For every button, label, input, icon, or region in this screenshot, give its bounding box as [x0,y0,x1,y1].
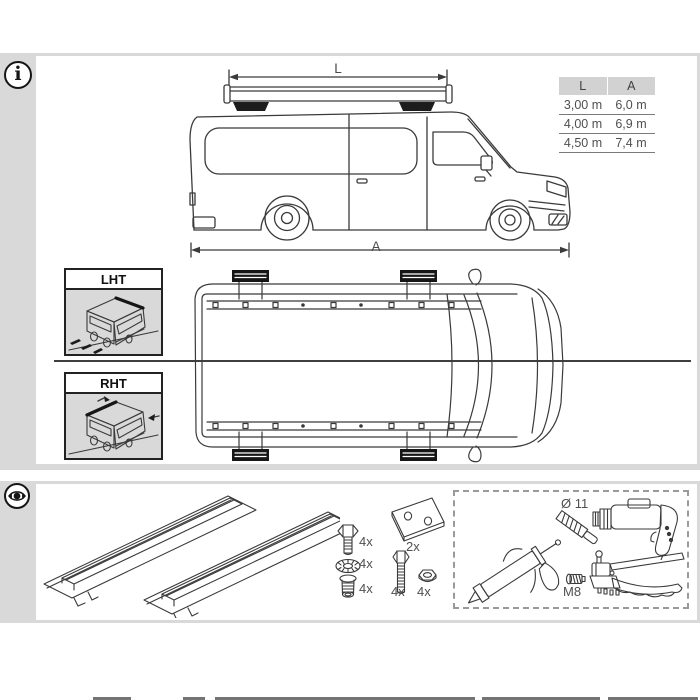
cropped-edge-mark [482,697,600,700]
table-row: 4,50 m 7,4 m [559,134,655,153]
rivet-nut-icon [339,574,357,598]
vehicle-length-dimension-label: A [371,239,381,254]
info-icon-glyph: i [14,62,22,85]
parts-section-panel: 4x 4x 4x [0,481,700,623]
cell-L-3: 4,50 m [563,136,603,150]
cell-L-2: 4,00 m [563,117,603,131]
washer-qty-label: 4x [359,556,373,571]
hex-nut-icon [418,569,437,583]
cell-A-1: 6,0 m [615,98,647,112]
col-header-A: A [607,77,655,95]
parts-sidebar [0,481,36,623]
van-top-view-drawing [194,268,564,463]
parts-overview-area: 4x 4x 4x [36,484,697,620]
table-row: 3,00 m 6,0 m [559,96,655,115]
hex-bolt-short-icon [337,524,359,556]
lht-label: LHT [66,270,161,290]
rht-label: RHT [66,374,161,394]
power-drill-icon [592,498,678,560]
lht-option-box: LHT [64,268,163,356]
hex-bolt-long-icon [392,550,410,595]
bolt-long-qty-label: 4x [391,584,405,599]
rivet-nut-qty-label: 4x [359,581,373,596]
cropped-edge-mark [93,697,131,700]
vehicle-views-area: L A L A 3,00 m 6,0 m 4,00 m 6,9 m 4,50 m… [36,56,697,464]
cell-A-3: 7,4 m [615,136,647,150]
cell-L-1: 3,00 m [563,98,603,112]
nut-qty-label: 4x [417,584,431,599]
sealant-gun-icon [467,539,561,604]
van-side-view-drawing [189,69,571,258]
serrated-washer-icon [335,558,361,574]
bolt-short-qty-label: 4x [359,534,373,549]
cropped-edge-mark [183,697,205,700]
mounting-bracket-icons [232,270,437,461]
info-sidebar: i [0,53,36,470]
drill-bit-diameter-label: Ø 11 [561,496,589,511]
rht-van-icon [68,396,160,455]
eye-icon [4,483,30,509]
dimension-table-header: L A [559,77,655,95]
cell-A-2: 6,9 m [615,117,647,131]
rivnut-insert-icon [565,573,586,585]
lht-van-icon [68,296,159,354]
roof-rail-profiles-icon [43,495,340,618]
col-header-L: L [559,77,607,95]
rivet-nut-tool-icon [589,550,685,598]
info-icon: i [4,61,32,89]
backing-plate-icon [391,497,445,542]
drill-bit-icon [555,510,598,545]
rht-option-box: RHT [64,372,163,460]
required-tools-box: Ø 11 [453,490,689,609]
insert-size-label: M8 [563,584,582,599]
dimension-table: L A 3,00 m 6,0 m 4,00 m 6,9 m 4,50 m 7,4… [559,77,655,153]
rack-length-dimension-label: L [334,61,342,76]
plate-qty-label: 2x [406,539,420,554]
table-row: 4,00 m 6,9 m [559,115,655,134]
cropped-edge-mark [215,697,475,700]
info-section-panel: i [0,53,700,470]
cropped-edge-mark [608,697,698,700]
eye-icon-glyph [8,491,26,501]
section-divider-line [54,360,691,362]
